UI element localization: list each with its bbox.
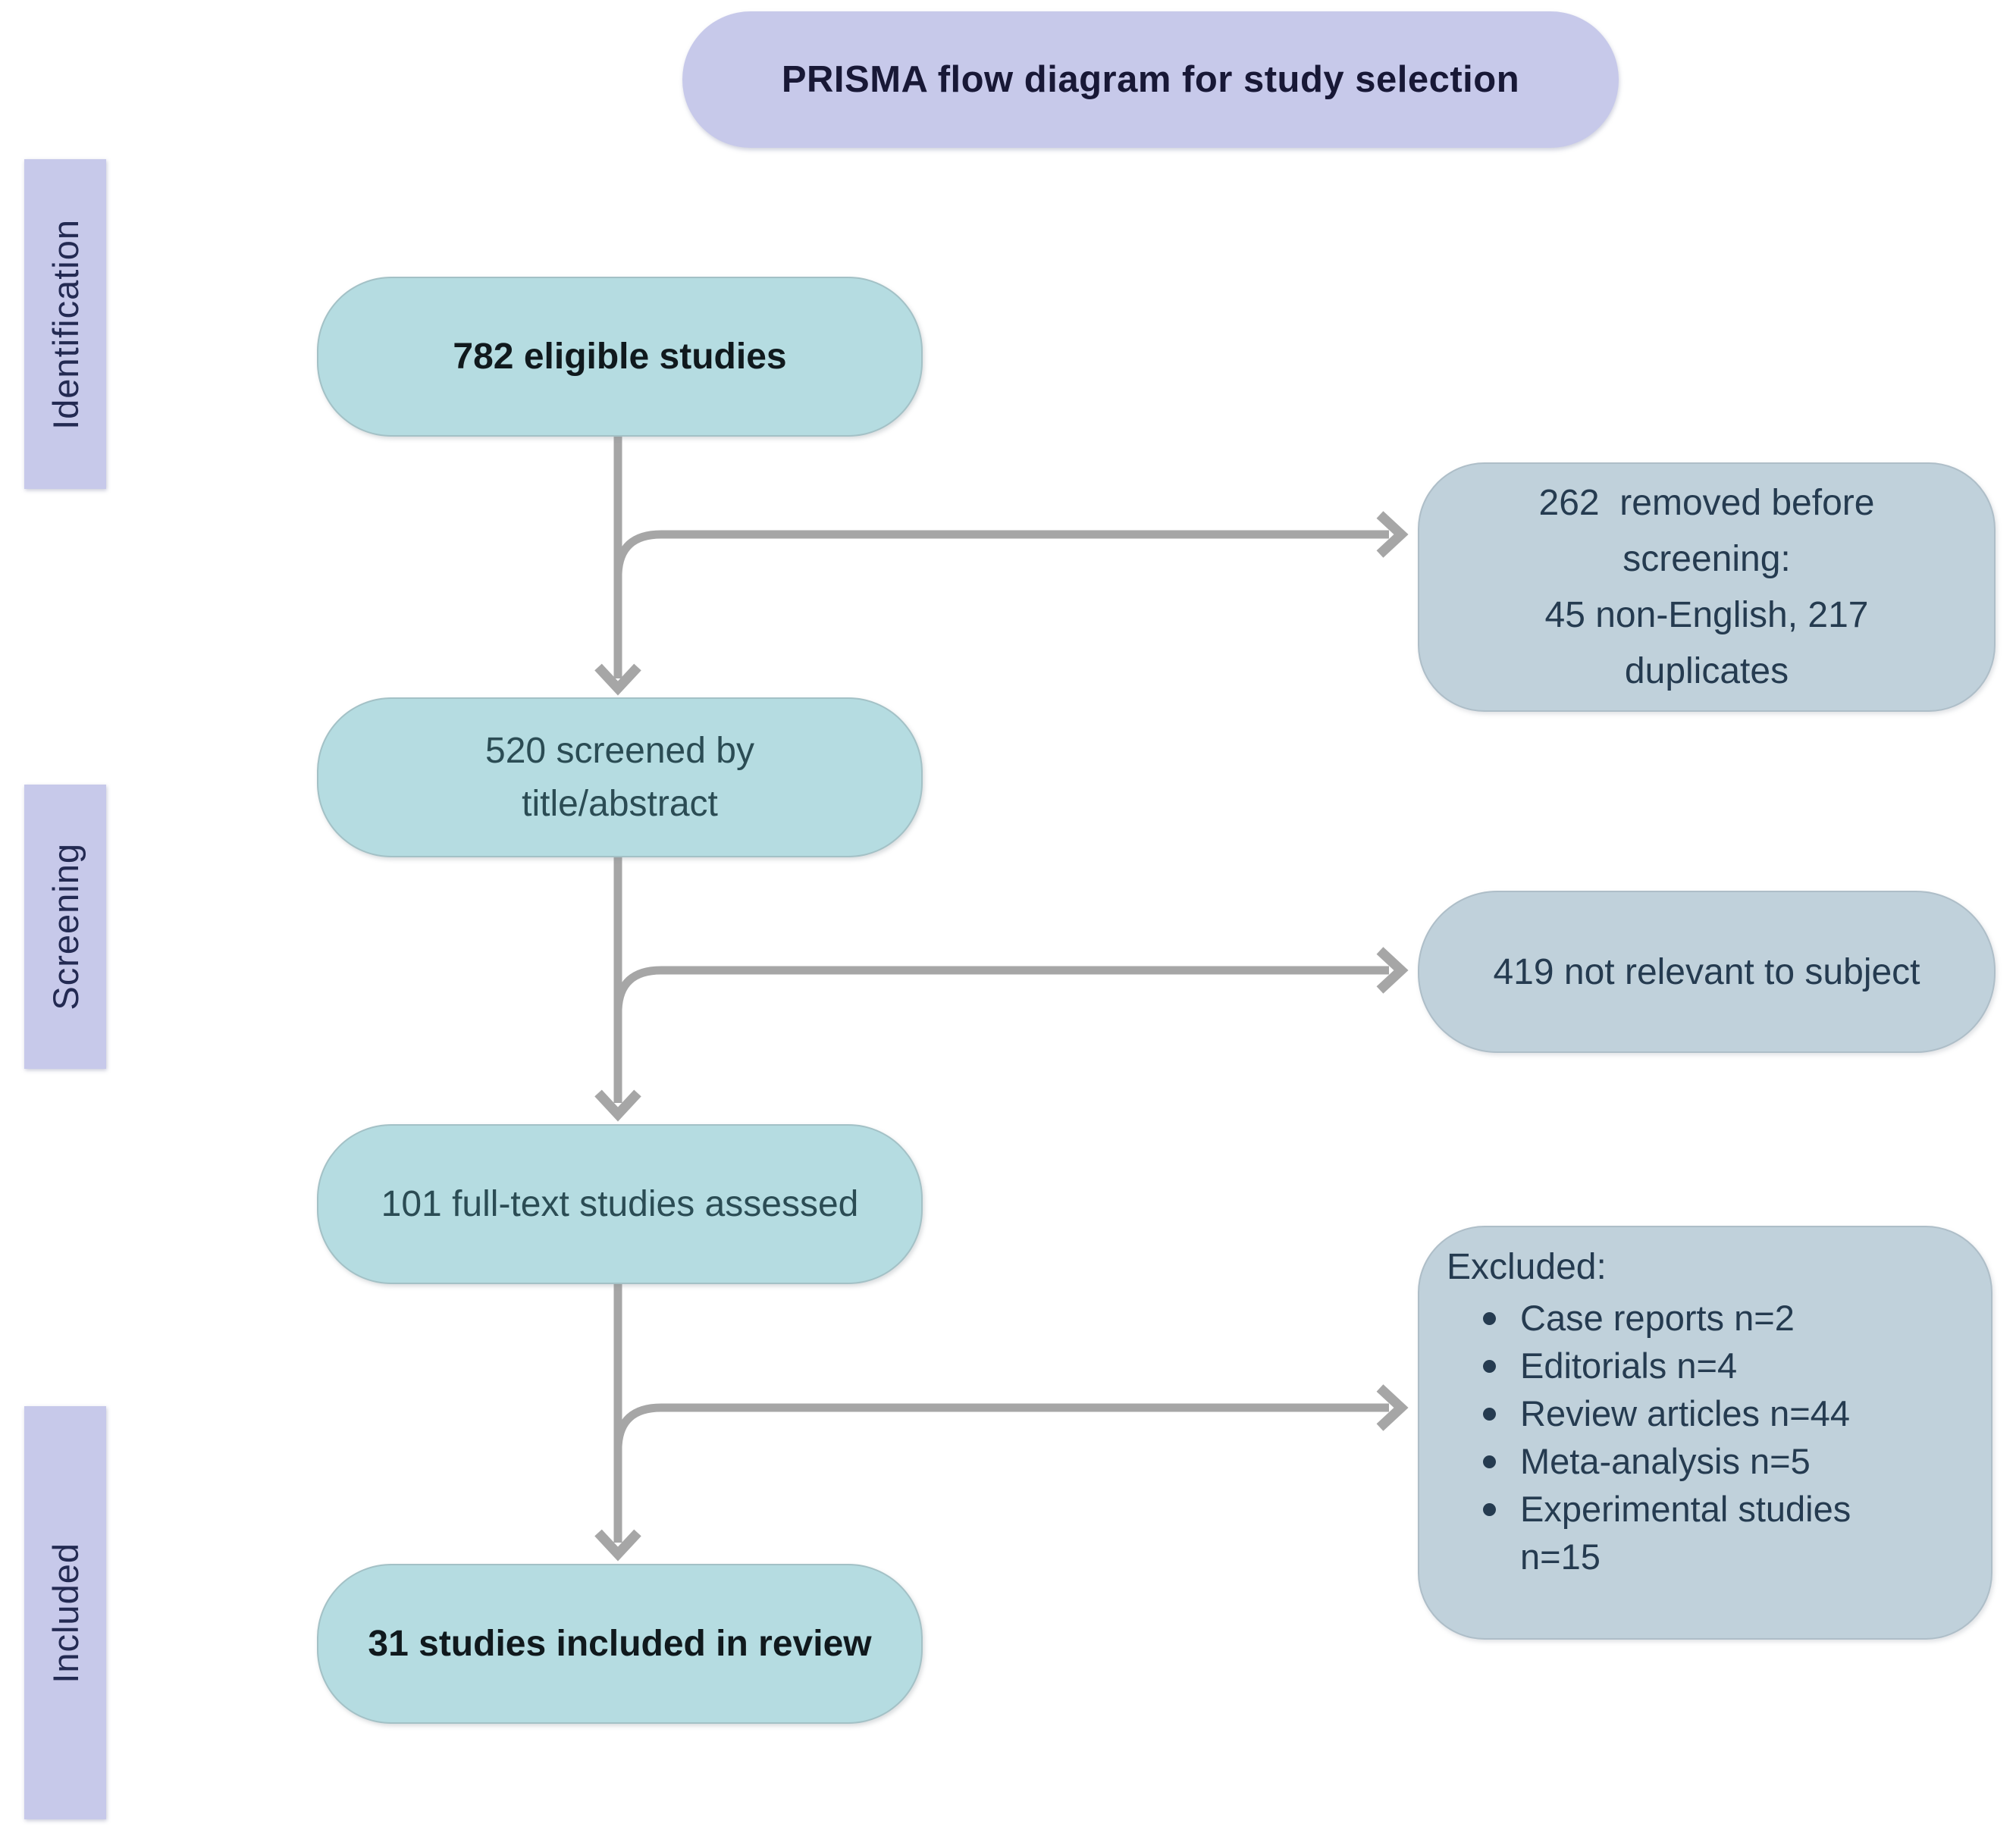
side-removed-line3: 45 non-English, 217: [1544, 594, 1869, 635]
side-notrelevant-text: 419 not relevant to subject: [1493, 951, 1920, 992]
arrowhead-right-1: [1376, 511, 1409, 558]
side-box-removed-before-screening: 262 removed before screening: 45 non-Eng…: [1418, 462, 1996, 712]
bullet-icon: [1483, 1312, 1496, 1325]
arrowhead-down-2: [594, 1089, 641, 1122]
bullet-icon: [1483, 1455, 1496, 1468]
arrowhead-right-3: [1376, 1384, 1409, 1431]
bullet-icon: [1483, 1360, 1496, 1373]
bullet-icon: [1483, 1503, 1496, 1516]
diagram-title: PRISMA flow diagram for study selection: [781, 59, 1520, 100]
excluded-heading: Excluded:: [1447, 1247, 1607, 1287]
excluded-item: Experimental studies n=15: [1483, 1485, 1968, 1581]
flow-box-fulltext-text: 101 full-text studies assessed: [381, 1183, 859, 1224]
flow-box-eligible-text: 782 eligible studies: [453, 336, 787, 377]
side-removed-line1: 262 removed before: [1538, 482, 1875, 523]
bullet-icon: [1483, 1408, 1496, 1421]
stage-label-screening: Screening: [45, 843, 86, 1010]
diagram-title-pill: PRISMA flow diagram for study selection: [682, 11, 1619, 148]
arrow-branch-notrelevant: [613, 966, 1389, 1010]
excluded-item-text: Experimental studies n=15: [1520, 1489, 1851, 1577]
excluded-item: Meta-analysis n=5: [1483, 1437, 1968, 1485]
excluded-item-text: Review articles n=44: [1520, 1393, 1850, 1433]
stage-bar-included: Included: [24, 1406, 106, 1819]
flow-box-screened-line1: 520 screened by: [485, 730, 754, 771]
side-removed-line4: duplicates: [1624, 650, 1789, 691]
flow-box-fulltext-assessed: 101 full-text studies assessed: [317, 1124, 923, 1284]
flow-box-eligible-studies: 782 eligible studies: [317, 277, 923, 437]
excluded-item-text: Meta-analysis n=5: [1520, 1441, 1811, 1481]
excluded-item: Editorials n=4: [1483, 1342, 1968, 1389]
stage-label-identification: Identification: [45, 218, 86, 430]
arrowhead-down-3: [594, 1529, 641, 1562]
side-box-not-relevant: 419 not relevant to subject: [1418, 891, 1996, 1053]
stage-bar-screening: Screening: [24, 785, 106, 1069]
excluded-item-text: Editorials n=4: [1520, 1346, 1738, 1386]
flow-box-screened-line2: title/abstract: [522, 783, 718, 824]
arrow-branch-excluded: [613, 1403, 1389, 1448]
arrowhead-right-2: [1376, 947, 1409, 994]
side-box-excluded: Excluded: Case reports n=2 Editorials n=…: [1418, 1226, 1992, 1640]
arrowhead-down-1: [594, 663, 641, 696]
flow-box-included-review: 31 studies included in review: [317, 1564, 923, 1724]
excluded-item: Review articles n=44: [1483, 1389, 1968, 1437]
flow-box-screened: 520 screened by title/abstract: [317, 697, 923, 857]
stage-bar-identification: Identification: [24, 159, 106, 489]
excluded-bullet-list: Case reports n=2 Editorials n=4 Review a…: [1447, 1294, 1968, 1581]
excluded-item: Case reports n=2: [1483, 1294, 1968, 1342]
excluded-item-text: Case reports n=2: [1520, 1298, 1795, 1338]
flow-box-included-text: 31 studies included in review: [368, 1623, 872, 1664]
side-removed-line2: screening:: [1623, 538, 1791, 579]
arrow-branch-removed: [613, 530, 1389, 575]
stage-label-included: Included: [45, 1542, 86, 1684]
